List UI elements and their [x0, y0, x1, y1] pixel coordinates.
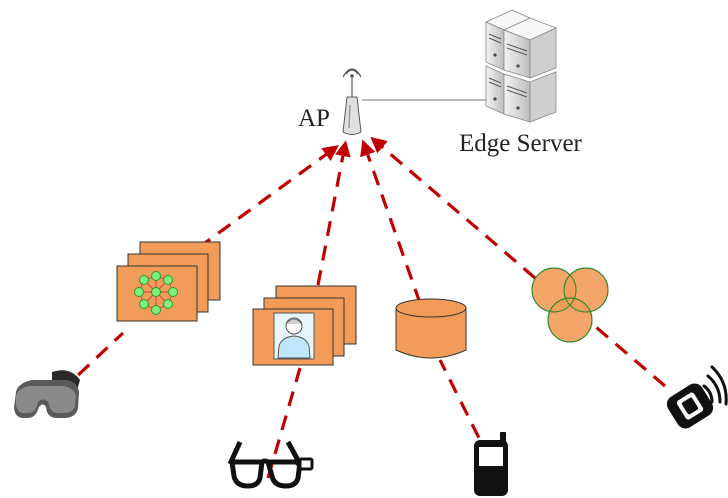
database-cylinder-icon — [395, 298, 467, 359]
smart-glasses — [227, 440, 314, 489]
ap-label: AP — [298, 105, 330, 132]
venn — [531, 267, 609, 343]
graph-network-icon — [134, 271, 178, 315]
link-glasses-to-avatar — [266, 367, 302, 479]
vr-headset — [14, 370, 80, 418]
server-rack-icon — [485, 9, 558, 123]
database — [395, 298, 467, 359]
smart-glasses-icon — [227, 440, 307, 489]
edge-server-label: Edge Server — [459, 130, 583, 157]
link-frames-to-ap — [197, 145, 339, 250]
vr-headset-icon — [14, 370, 80, 418]
avatar-frames — [252, 285, 357, 366]
mobile-phone-icon — [474, 432, 508, 496]
wearable-band — [666, 365, 728, 429]
antenna-icon — [342, 68, 362, 135]
wearable-band-icon — [666, 365, 728, 429]
link-phone-to-db — [438, 359, 492, 461]
link-band-to-venn — [588, 320, 667, 388]
access-point: AP — [298, 68, 362, 135]
edge-server: Edge Server — [459, 9, 583, 157]
link-db-to-ap — [360, 139, 422, 304]
graph-frames — [116, 241, 221, 322]
link-avatar-to-ap — [316, 140, 351, 286]
link-venn-to-ap — [370, 136, 537, 280]
mobile-phone — [474, 432, 508, 496]
person-avatar-icon — [273, 312, 315, 360]
